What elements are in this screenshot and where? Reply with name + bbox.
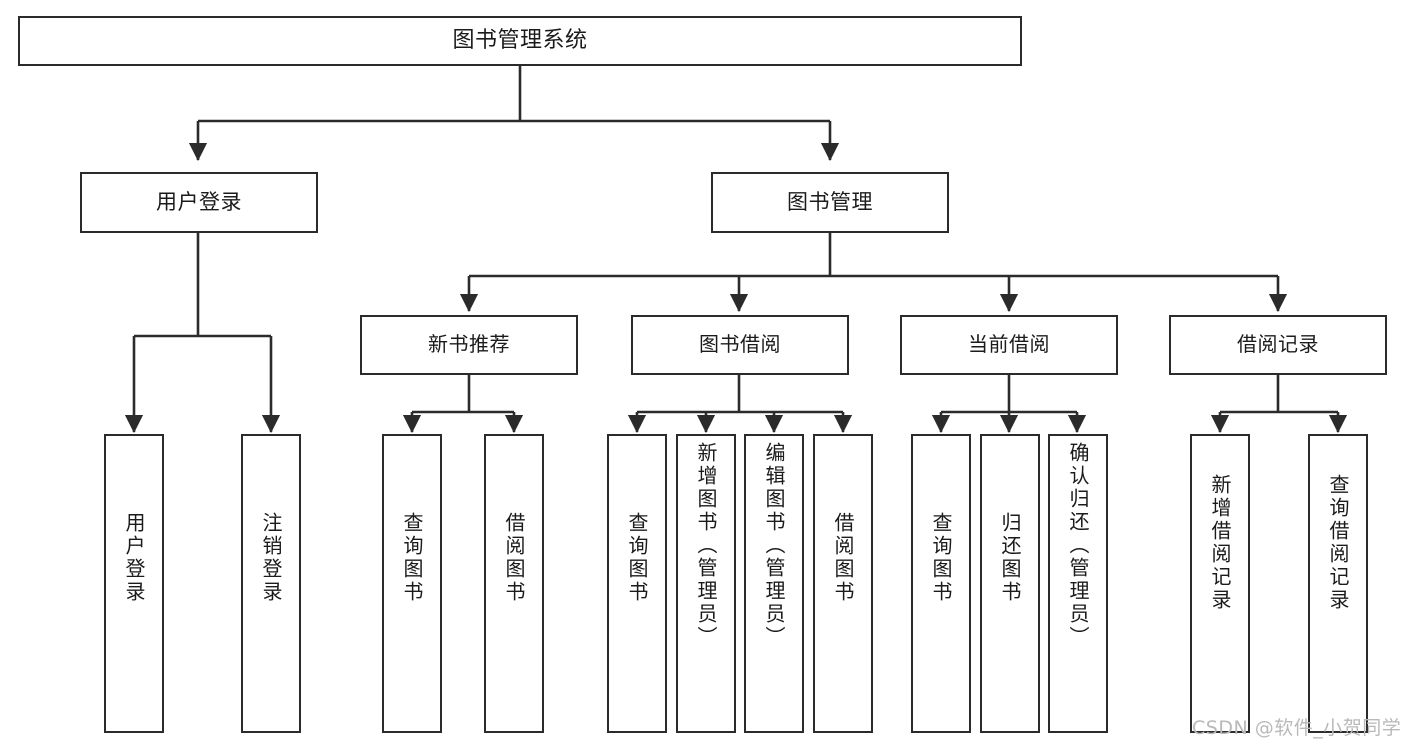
node-label: 图书管理 — [787, 190, 873, 215]
leaf-book-borrow-edit-book-admin[interactable]: 编辑图书（管理员） — [744, 434, 804, 733]
node-label: 编辑图书（管理员） — [762, 442, 786, 649]
node-book-borrow[interactable]: 图书借阅 — [631, 315, 849, 375]
node-label: 图书借阅 — [699, 332, 781, 357]
node-label: 注销登录 — [259, 512, 283, 604]
node-new-book-recommend[interactable]: 新书推荐 — [360, 315, 578, 375]
leaf-book-borrow-borrow-book[interactable]: 借阅图书 — [813, 434, 873, 733]
node-book-management[interactable]: 图书管理 — [711, 172, 949, 233]
leaf-current-borrow-query-book[interactable]: 查询图书 — [911, 434, 971, 733]
leaf-new-book-query-book[interactable]: 查询图书 — [382, 434, 442, 733]
leaf-book-borrow-add-book-admin[interactable]: 新增图书（管理员） — [676, 434, 736, 733]
leaf-book-borrow-query-book[interactable]: 查询图书 — [607, 434, 667, 733]
node-label: 新增借阅记录 — [1208, 474, 1232, 612]
node-label: 用户登录 — [122, 512, 146, 604]
node-root-book-management-system[interactable]: 图书管理系统 — [18, 16, 1022, 66]
csdn-watermark: CSDN @软件_小贺同学 — [1192, 717, 1402, 739]
leaf-new-book-borrow-book[interactable]: 借阅图书 — [484, 434, 544, 733]
leaf-user-login-login[interactable]: 用户登录 — [104, 434, 164, 733]
node-label: 查询图书 — [400, 512, 424, 604]
leaf-user-login-logout[interactable]: 注销登录 — [241, 434, 301, 733]
node-label: 确认归还（管理员） — [1066, 442, 1090, 649]
node-label: 借阅记录 — [1237, 332, 1319, 357]
node-label: 图书管理系统 — [452, 28, 588, 54]
leaf-borrow-record-add-record[interactable]: 新增借阅记录 — [1190, 434, 1250, 733]
node-current-borrow[interactable]: 当前借阅 — [900, 315, 1118, 375]
leaf-current-borrow-confirm-return-admin[interactable]: 确认归还（管理员） — [1048, 434, 1108, 733]
node-label: 归还图书 — [998, 512, 1022, 604]
node-label: 查询图书 — [929, 512, 953, 604]
node-label: 查询借阅记录 — [1326, 474, 1350, 612]
node-label: 借阅图书 — [831, 512, 855, 604]
leaf-borrow-record-query-record[interactable]: 查询借阅记录 — [1308, 434, 1368, 733]
node-label: 查询图书 — [625, 512, 649, 604]
node-label: 借阅图书 — [502, 512, 526, 604]
node-borrow-record[interactable]: 借阅记录 — [1169, 315, 1387, 375]
node-label: 新书推荐 — [428, 332, 510, 357]
node-label: 当前借阅 — [968, 332, 1050, 357]
node-label: 新增图书（管理员） — [694, 442, 718, 649]
node-label: 用户登录 — [156, 190, 242, 215]
leaf-current-borrow-return-book[interactable]: 归还图书 — [980, 434, 1040, 733]
node-user-login[interactable]: 用户登录 — [80, 172, 318, 233]
